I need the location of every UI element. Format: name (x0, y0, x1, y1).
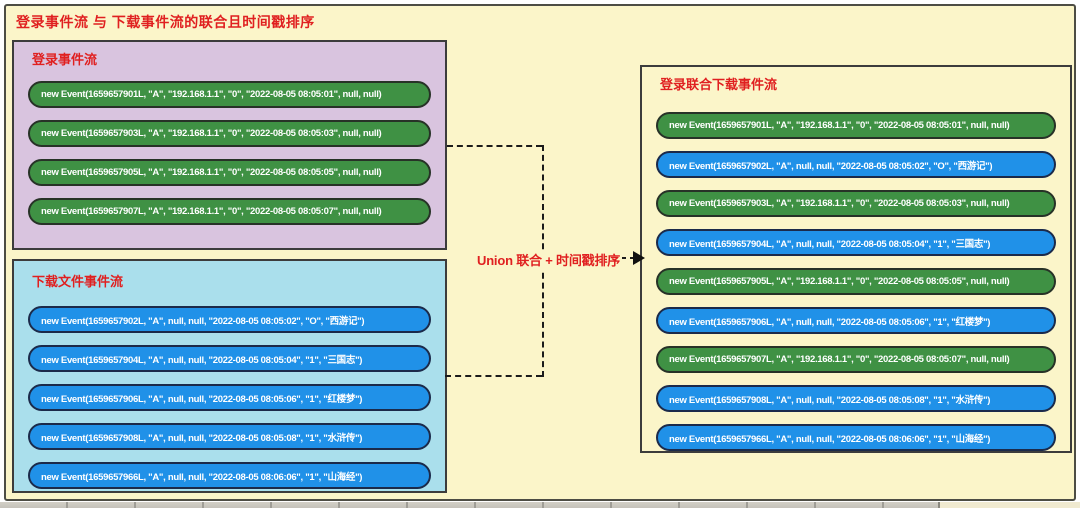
union-operation-label: Union 联合 + 时间戳排序 (475, 250, 623, 269)
download-stream-box: 下载文件事件流 new Event(1659657902L, "A", null… (12, 259, 447, 493)
event-pill-download: new Event(1659657902L, "A", null, null, … (656, 151, 1056, 178)
merged-stream-box: 登录联合下载事件流 new Event(1659657901L, "A", "1… (640, 65, 1072, 453)
event-pill-download: new Event(1659657908L, "A", null, null, … (28, 423, 431, 450)
event-pill-login: new Event(1659657901L, "A", "192.168.1.1… (28, 81, 431, 108)
event-pill-login: new Event(1659657903L, "A", "192.168.1.1… (656, 190, 1056, 217)
arrow-right-icon (633, 251, 645, 265)
download-event-list: new Event(1659657902L, "A", null, null, … (28, 306, 431, 489)
event-pill-download: new Event(1659657904L, "A", null, null, … (656, 229, 1056, 256)
bottom-edge-strip-right (938, 502, 1080, 508)
login-event-list: new Event(1659657901L, "A", "192.168.1.1… (28, 81, 431, 225)
event-pill-download: new Event(1659657906L, "A", null, null, … (28, 384, 431, 411)
merged-stream-title: 登录联合下载事件流 (660, 77, 778, 92)
event-pill-login: new Event(1659657907L, "A", "192.168.1.1… (28, 198, 431, 225)
diagram-canvas: 登录事件流 与 下载事件流的联合且时间戳排序 登录事件流 new Event(1… (4, 4, 1076, 501)
event-pill-download: new Event(1659657908L, "A", null, null, … (656, 385, 1056, 412)
login-stream-box: 登录事件流 new Event(1659657901L, "A", "192.1… (12, 40, 447, 250)
connector-line-to-merged (610, 257, 636, 259)
event-pill-download: new Event(1659657902L, "A", null, null, … (28, 306, 431, 333)
event-pill-login: new Event(1659657905L, "A", "192.168.1.1… (28, 159, 431, 186)
bottom-edge-strip (0, 502, 1080, 508)
download-stream-title: 下载文件事件流 (32, 274, 124, 289)
event-pill-login: new Event(1659657903L, "A", "192.168.1.1… (28, 120, 431, 147)
event-pill-download: new Event(1659657906L, "A", null, null, … (656, 307, 1056, 334)
event-pill-login: new Event(1659657901L, "A", "192.168.1.1… (656, 112, 1056, 139)
event-pill-download: new Event(1659657966L, "A", null, null, … (656, 424, 1056, 451)
event-pill-download: new Event(1659657904L, "A", null, null, … (28, 345, 431, 372)
event-pill-login: new Event(1659657905L, "A", "192.168.1.1… (656, 268, 1056, 295)
event-pill-login: new Event(1659657907L, "A", "192.168.1.1… (656, 346, 1056, 373)
merged-event-list: new Event(1659657901L, "A", "192.168.1.1… (656, 112, 1056, 451)
page-title: 登录事件流 与 下载事件流的联合且时间戳排序 (16, 14, 315, 30)
connector-line-from-login (447, 145, 542, 147)
event-pill-download: new Event(1659657966L, "A", null, null, … (28, 462, 431, 489)
connector-line-from-download (445, 375, 542, 377)
login-stream-title: 登录事件流 (32, 52, 98, 67)
